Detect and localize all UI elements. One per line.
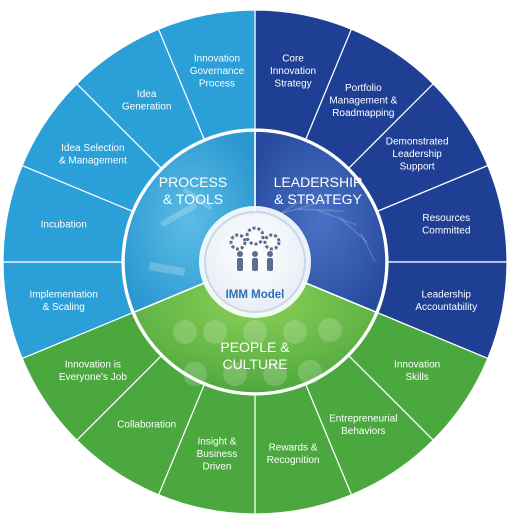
sketch-line: [279, 199, 329, 215]
person-photo: [318, 318, 342, 342]
segment-label-line: Strategy: [274, 79, 311, 90]
segment-label-line: Recognition: [267, 455, 320, 466]
segment-label-line: Implementation: [30, 289, 98, 300]
segment-label-line: Leadership: [422, 289, 472, 300]
segment-label-collaboration: Collaboration: [117, 420, 176, 431]
segment-label-line: Collaboration: [117, 420, 176, 431]
quadrant-label-process: PROCESS& TOOLS: [159, 174, 227, 207]
segment-innovation-governance: [157, 9, 256, 140]
person-photo: [173, 320, 197, 344]
quadrant-label-people: PEOPLE &CULTURE: [220, 339, 290, 372]
quadrant-label-line: PEOPLE &: [220, 339, 290, 355]
quadrant-people: [132, 261, 378, 394]
center-label: IMM Model: [226, 289, 285, 301]
person-photo: [243, 320, 267, 344]
tool-shape: [148, 262, 186, 276]
sketch-line: [318, 209, 357, 226]
tool-shape: [160, 202, 197, 227]
segment-label-line: Support: [400, 162, 435, 173]
inner-ring: [123, 130, 387, 394]
quadrant-label-line: & TOOLS: [163, 191, 223, 207]
segment-label-line: Idea Selection: [61, 143, 124, 154]
segment-label-line: Process: [199, 79, 235, 90]
segment-label-line: Entrepreneurial: [329, 413, 397, 424]
person-photo: [298, 360, 322, 384]
quadrant-label-leadership: LEADERSHIP& STRATEGY: [274, 174, 363, 207]
segment-label-line: Innovation: [270, 66, 316, 77]
center-hub: IMM Model: [199, 206, 311, 318]
segment-label-line: Business: [197, 449, 238, 460]
quadrant-label-line: & STRATEGY: [274, 191, 362, 207]
segment-label-idea-selection: Idea Selection& Management: [59, 143, 127, 167]
segment-label-line: Accountability: [415, 302, 477, 313]
quadrant-label-line: CULTURE: [222, 356, 287, 372]
segment-label-line: Incubation: [41, 219, 87, 230]
segment-label-line: Driven: [203, 461, 232, 472]
segment-label-line: Committed: [422, 226, 470, 237]
segment-label-line: Core: [282, 54, 304, 65]
segment-label-line: & Scaling: [43, 302, 85, 313]
segment-label-line: Generation: [122, 102, 171, 113]
quadrant-labels: PROCESS& TOOLS LEADERSHIP& STRATEGY PEOPLE…: [159, 174, 363, 372]
tool-shape: [182, 187, 213, 210]
segment-label-line: Everyone's Job: [59, 372, 127, 383]
segment-label-line: Behaviors: [341, 426, 385, 437]
segment-label-implementation-scaling: Implementation & Scaling: [30, 289, 98, 313]
outer-ring: [2, 9, 508, 515]
segment-label-rewards-recognition: Rewards &Recognition: [267, 443, 320, 467]
sketch-line: [360, 233, 376, 263]
segment-label-line: Innovation: [194, 54, 240, 65]
segment-label-incubation: Incubation: [41, 219, 87, 230]
segment-label-line: Resources: [422, 213, 470, 224]
person-photo: [203, 320, 227, 344]
quadrant-label-line: LEADERSHIP: [274, 174, 363, 190]
sketch-line: [297, 208, 344, 212]
segment-label-line: Innovation: [394, 360, 440, 371]
segment-label-line: Governance: [190, 66, 245, 77]
segment-label-line: Idea: [137, 89, 157, 100]
segment-label-line: Rewards &: [269, 443, 318, 454]
segment-label-line: Demonstrated: [386, 137, 449, 148]
segment-label-line: Insight &: [197, 436, 236, 447]
person-photo: [183, 362, 207, 386]
gears-people-icon: [229, 226, 281, 271]
segment-label-line: Skills: [405, 372, 428, 383]
segment-label-line: Management &: [329, 95, 397, 106]
sketch-line: [340, 217, 368, 243]
segment-label-line: Portfolio: [345, 83, 382, 94]
quadrant-label-line: PROCESS: [159, 174, 227, 190]
segment-label-line: Roadmapping: [332, 108, 394, 119]
segment-label-line: Leadership: [392, 149, 442, 160]
segment-label-line: Innovation is: [65, 360, 121, 371]
person-photo: [283, 320, 307, 344]
person-photo: [263, 362, 287, 386]
person-photo: [223, 362, 247, 386]
segment-label-line: & Management: [59, 155, 127, 166]
